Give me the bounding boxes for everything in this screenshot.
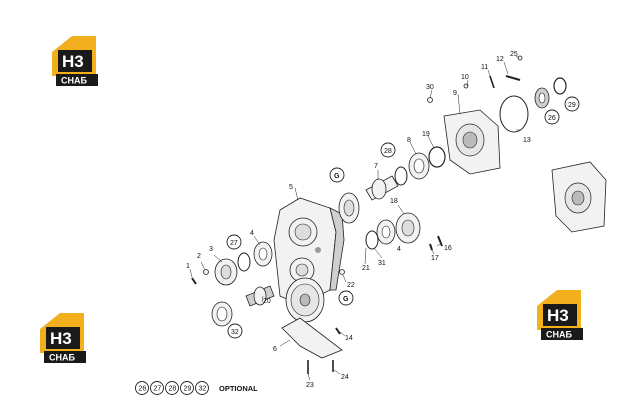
rear-housing-9 [443,109,501,175]
optional-legend: 26 27 28 29 32 OPTIONAL [135,381,258,395]
callout-21: 21 [362,265,370,272]
upper-gear [338,192,360,224]
snap-ring-19 [428,146,446,168]
callout-5: 5 [289,184,293,191]
callout-10: 10 [461,74,469,81]
legend-item-29: 29 [184,386,192,393]
callout-26: 26 [548,115,556,122]
callout-13: 13 [523,137,531,144]
callout-labels: 1 2 3 4 4 5 6 7 8 9 10 11 12 13 14 16 17… [186,51,531,389]
callout-32: 32 [231,329,239,336]
callout-23: 23 [306,382,314,389]
callout-1: 1 [186,263,190,270]
callout-3: 3 [209,246,213,253]
callout-18: 18 [390,198,398,205]
input-shaft-20 [245,285,275,307]
callout-31: 31 [378,260,386,267]
logo-word: СНАБ [61,76,87,86]
callout-4a: 4 [250,230,254,237]
pinion-shaft [365,175,399,201]
callout-g-upper: G [334,173,340,180]
callout-12: 12 [496,56,504,63]
callout-8: 8 [407,137,411,144]
snap-ring-29 [553,77,567,95]
logo-right: H3 СНАБ [537,290,583,340]
legend-item-27: 27 [154,386,162,393]
leader-lines [189,55,520,381]
callout-7: 7 [374,163,378,170]
needle-bearing-26 [534,87,550,109]
legend-item-26: 26 [139,386,147,393]
oring-27 [237,252,251,272]
oring-13 [499,95,529,133]
fasteners [191,55,523,374]
logo-mark: H3 [50,329,72,348]
logo-mark: H3 [547,306,569,325]
callout-25: 25 [510,51,518,58]
callout-30: 30 [426,84,434,91]
callout-9: 9 [453,90,457,97]
lower-gear [285,277,325,323]
logo-word: СНАБ [546,330,572,340]
callout-28: 28 [384,148,392,155]
callout-19: 19 [422,131,430,138]
circled-callouts: G G 27 28 32 26 29 [226,96,580,339]
callout-16: 16 [444,245,452,252]
legend-item-28: 28 [169,386,177,393]
logo-bottom-left: H3 СНАБ [40,313,86,363]
callout-24: 24 [341,374,349,381]
callout-17: 17 [431,255,439,262]
callout-22: 22 [347,282,355,289]
callout-20: 20 [263,298,271,305]
callout-29: 29 [568,102,576,109]
callout-11: 11 [481,64,488,71]
legend-label: OPTIONAL [219,384,258,393]
logo-word: СНАБ [49,353,75,363]
logo-mark: H3 [62,52,84,71]
ring-31 [365,230,379,250]
logo-top-left: H3 СНАБ [52,36,98,86]
adapter-housing [551,161,607,233]
callout-g-lower: G [343,296,349,303]
oring-28 [394,166,408,186]
callout-6: 6 [273,346,277,353]
mount-bracket [281,317,343,359]
callout-2: 2 [197,253,201,260]
callout-4b: 4 [397,246,401,253]
legend-item-32: 32 [199,386,207,393]
callout-14: 14 [345,335,353,342]
callout-27: 27 [230,240,238,247]
gear-housing [273,197,345,306]
